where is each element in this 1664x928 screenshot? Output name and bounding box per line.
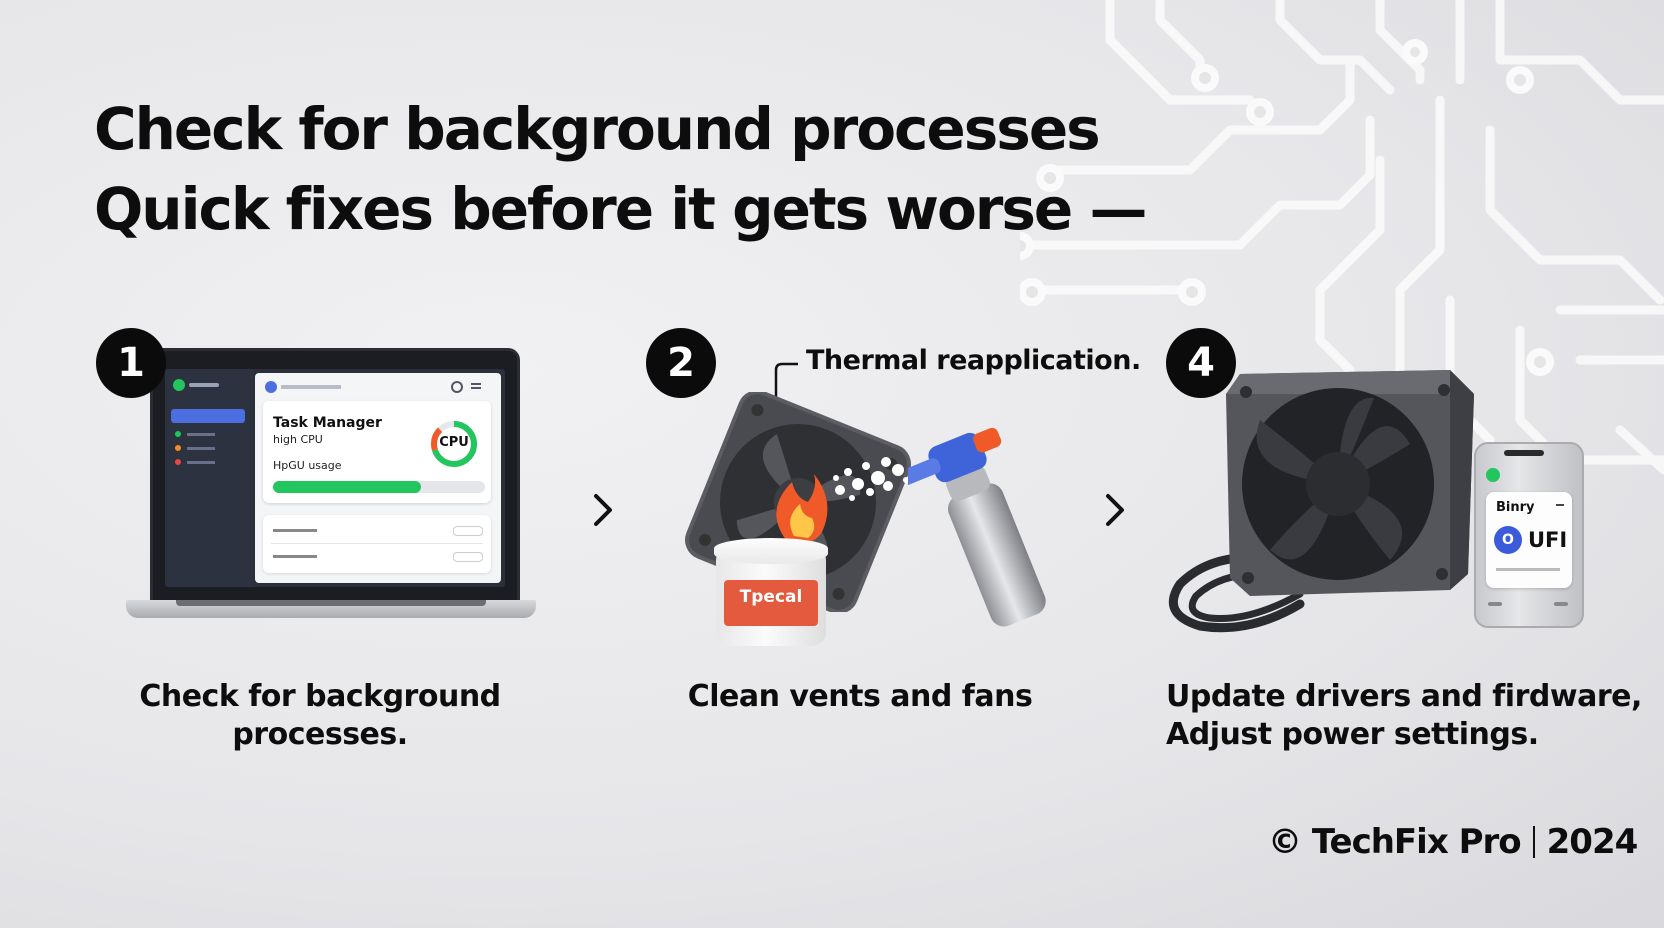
- step-4-caption-line-1: Update drivers and firdware,: [1166, 679, 1642, 714]
- headline-line-1: Check for background processes: [94, 95, 1101, 163]
- step-2-badge: 2: [646, 328, 716, 398]
- phone-screen-card: Binry O UFI: [1486, 492, 1572, 588]
- process-row-name: [273, 529, 317, 532]
- cpu-gauge-ring-icon: [431, 421, 477, 467]
- copyright-year: 2024: [1546, 822, 1639, 862]
- process-list: [263, 515, 491, 573]
- phone-notch: [1504, 450, 1544, 456]
- step-1-caption: Check for background processes.: [120, 678, 520, 754]
- step-4-badge: 4: [1166, 328, 1236, 398]
- annotation-leader-line: [774, 362, 798, 406]
- step-1-badge: 1: [96, 328, 166, 398]
- sidebar-item-dot-green: [175, 431, 181, 437]
- firmware-label: UFI: [1528, 528, 1568, 552]
- close-icon[interactable]: [1556, 504, 1564, 506]
- step-4-caption-line-2: Adjust power settings.: [1166, 717, 1539, 752]
- task-manager-title: Task Manager: [273, 415, 382, 431]
- chevron-right-icon: [1106, 494, 1124, 526]
- refresh-icon[interactable]: [451, 381, 463, 393]
- case-fan-with-cable-icon: [1168, 370, 1474, 633]
- sidebar-item[interactable]: [187, 433, 215, 436]
- header-placeholder: [281, 385, 341, 389]
- footer-copyright: © TechFix Pro 2024: [1268, 822, 1639, 862]
- sidebar-item-active[interactable]: [171, 409, 245, 423]
- step-1-caption-line-1: Check for background: [139, 679, 501, 714]
- phone-nav-button: [1488, 602, 1502, 606]
- phone-nav-button: [1554, 602, 1568, 606]
- cpu-gauge-label: CPU: [439, 435, 469, 450]
- phone-card-title: Binry: [1496, 500, 1535, 515]
- thermal-paste-jar: Tpecal: [714, 538, 828, 646]
- app-name-placeholder: [189, 383, 219, 387]
- list-divider: [271, 543, 483, 544]
- step-1-caption-line-2: processes.: [232, 717, 408, 752]
- sidebar-item-dot-red: [175, 459, 181, 465]
- usage-progress-fill: [273, 481, 422, 493]
- sidebar-item[interactable]: [187, 461, 215, 464]
- laptop-display: Task Manager high CPU HpGU usage CPU: [165, 369, 505, 587]
- chevron-right-icon: [594, 494, 612, 526]
- compressed-air-can-icon: [908, 427, 1046, 627]
- task-manager-card: Task Manager high CPU HpGU usage CPU: [263, 401, 491, 503]
- copyright-text: © TechFix Pro: [1268, 822, 1522, 862]
- app-logo-icon: [173, 379, 185, 391]
- cpu-gauge: CPU: [429, 419, 479, 469]
- app-main-panel: Task Manager high CPU HpGU usage CPU: [255, 373, 501, 583]
- process-row-name: [273, 555, 317, 558]
- gpu-usage-text: HpGU usage: [273, 459, 342, 472]
- sidebar-item[interactable]: [187, 447, 215, 450]
- step-4-caption: Update drivers and firdware, Adjust powe…: [1166, 678, 1642, 754]
- headline-line-2: Quick fixes before it gets worse —: [94, 175, 1147, 243]
- laptop-screen: Task Manager high CPU HpGU usage CPU: [150, 348, 520, 604]
- cpu-status-text: high CPU: [273, 433, 323, 446]
- app-sidebar: [165, 369, 253, 587]
- menu-icon[interactable]: [471, 383, 481, 385]
- usage-progress-bar: [273, 481, 485, 493]
- jar-lid: [714, 538, 828, 564]
- laptop-hinge: [176, 600, 486, 606]
- phone-card-subtext: [1496, 568, 1560, 571]
- firmware-badge-icon: O: [1494, 526, 1522, 554]
- spray-particles: [833, 457, 909, 501]
- app-status-icon: [1486, 468, 1500, 482]
- step-2-caption: Clean vents and fans: [687, 679, 1033, 714]
- sidebar-item-dot-orange: [175, 445, 181, 451]
- footer-separator: [1532, 826, 1535, 858]
- smartphone: Binry O UFI: [1474, 442, 1584, 628]
- jar-label-text: Tpecal: [739, 587, 803, 607]
- jar-label: Tpecal: [724, 580, 818, 626]
- thermal-annotation: Thermal reapplication.: [806, 345, 1141, 376]
- process-row-action[interactable]: [453, 526, 483, 536]
- process-row-action[interactable]: [453, 552, 483, 562]
- user-avatar-icon: [265, 381, 277, 393]
